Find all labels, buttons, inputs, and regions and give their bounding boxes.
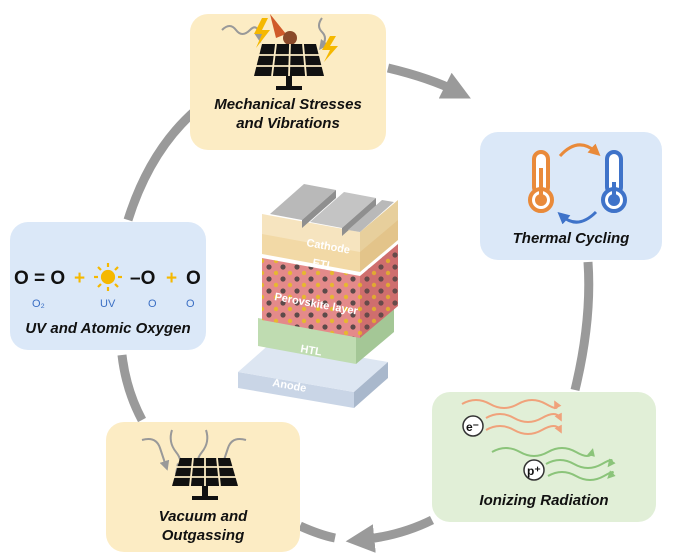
ionizing-radiation-panel: e⁻ p⁺ <box>432 392 656 522</box>
cathode-strips <box>270 184 394 236</box>
sub-uv: UV <box>100 298 116 310</box>
thermometer-cold-icon <box>601 150 627 213</box>
cycle-ring <box>117 63 594 553</box>
eq-o2-molecule: O = O <box>14 268 65 289</box>
wavy-arrow-icon <box>221 17 329 51</box>
electron-label: e⁻ <box>466 420 479 434</box>
cathode-layer <box>262 214 360 252</box>
proton-wave-icon <box>491 447 616 481</box>
sun-icon <box>94 263 122 291</box>
mechanical-line-2: and Vibrations <box>236 114 340 132</box>
thermometer-hot-icon <box>528 150 554 213</box>
vacuum-line-2: Outgassing <box>161 526 245 544</box>
cooling-arrow <box>557 210 598 225</box>
mechanical-stress-label: Mechanical Stresses and Vibrations <box>190 96 386 134</box>
eq-plus-1: + <box>74 268 85 289</box>
mechanical-line-1: Mechanical Stresses <box>214 96 362 113</box>
solar-panel-icon <box>172 457 238 500</box>
cycle-arc-right <box>570 261 594 392</box>
thermal-cycling-label: Thermal Cycling <box>512 230 630 247</box>
electron-wave-icon <box>461 399 562 435</box>
vacuum-outgassing-panel <box>106 422 300 552</box>
sub-o2: O₂ <box>32 298 45 310</box>
vacuum-line-1: Vacuum and <box>158 508 248 525</box>
cycle-arc-left-upper <box>123 106 199 222</box>
cycle-arc-top-right <box>386 63 471 99</box>
etl-layer <box>262 232 360 272</box>
eq-o-atom: O <box>186 268 201 289</box>
meteor-icon <box>270 14 297 45</box>
thermal-cycling-panel <box>480 132 662 260</box>
eq-dash-o: –O <box>130 268 155 289</box>
cycle-arc-bottom-left <box>298 521 336 543</box>
layer-label-htl: HTL <box>299 343 322 359</box>
layer-label-anode: Anode <box>271 377 307 395</box>
perovskite-device-stack: Cathode ETL Perovskite layer HTL Anode <box>238 184 398 408</box>
htl-layer <box>258 318 356 364</box>
cycle-arc-bottom <box>345 515 435 553</box>
ionizing-radiation-label: Ionizing Radiation <box>479 492 609 509</box>
heating-arrow <box>558 143 601 158</box>
sub-o-a: O <box>148 298 157 310</box>
layer-label-etl: ETL <box>311 257 334 272</box>
proton-label: p⁺ <box>527 464 541 478</box>
cycle-arc-left-lower <box>117 354 146 423</box>
uv-oxygen-label: UV and Atomic Oxygen <box>25 320 191 337</box>
uv-oxygen-panel: O = O + –O + O O₂ UV O O <box>10 222 206 350</box>
anode-layer <box>238 372 354 408</box>
sub-o-b: O <box>186 298 195 310</box>
vacuum-outgassing-label: Vacuum and Outgassing <box>106 508 300 546</box>
lightning-icon <box>254 18 338 62</box>
solar-panel-icon <box>254 43 324 90</box>
mechanical-stress-panel <box>190 14 386 150</box>
eq-plus-2: + <box>166 268 177 289</box>
